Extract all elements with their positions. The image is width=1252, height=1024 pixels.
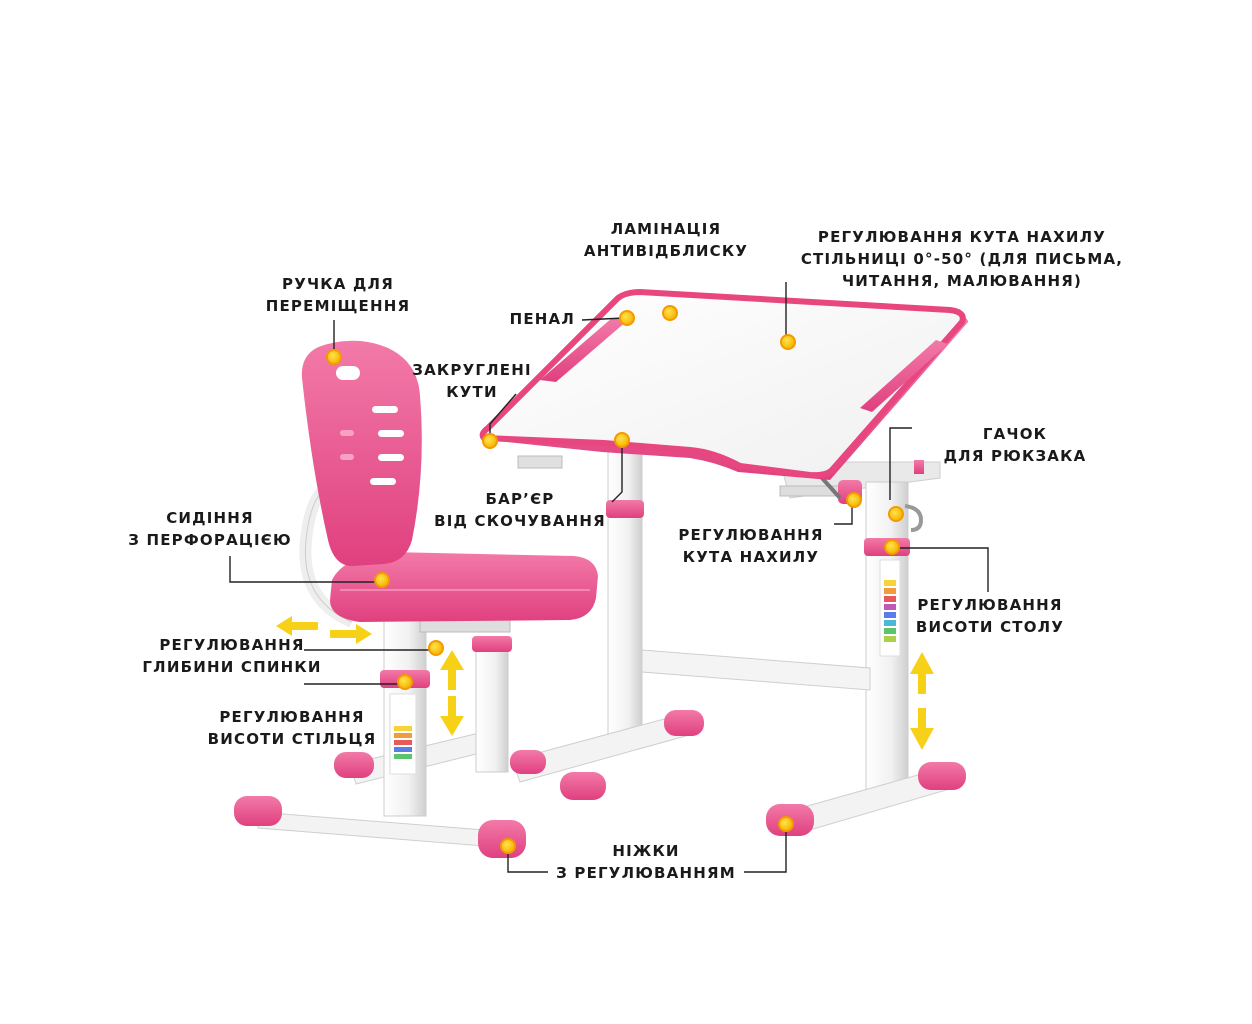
label-rounded-corners-line2: КУТИ [446,383,498,401]
label-seat-line1: СИДІННЯ [166,509,254,527]
label-barrier-line1: БАР’ЄР [485,490,555,508]
label-handle: РУЧКА ДЛЯ ПЕРЕМІЩЕННЯ [266,273,411,317]
chair-foot-back [334,752,374,778]
marker-handle [326,349,342,365]
chair-seat [330,552,598,622]
pencil-tray [540,318,628,382]
marker-tilt-range [780,334,796,350]
label-tilt-adjust-line2: КУТА НАХИЛУ [682,548,820,566]
label-tilt-range-line3: ЧИТАННЯ, МАЛЮВАННЯ) [841,272,1083,290]
marker-table-height [884,539,900,555]
label-barrier: БАР’ЄР ВІД СКОЧУВАННЯ [434,488,606,532]
label-hook: ГАЧОК ДЛЯ РЮКЗАКА [944,423,1087,467]
label-chair-height-line2: ВИСОТИ СТІЛЬЦЯ [207,730,377,748]
feature-markers [326,305,904,854]
label-pencil-case-line1: ПЕНАЛ [509,310,575,328]
label-pencil-case: ПЕНАЛ [510,308,575,330]
marker-rounded-corners [482,433,498,449]
label-tilt-range-line2: СТІЛЬНИЦІ 0°-50° (ДЛЯ ПИСЬМА, [800,250,1124,268]
label-rounded-corners: ЗАКРУГЛЕНІ КУТИ [412,359,531,403]
label-handle-line1: РУЧКА ДЛЯ [282,275,394,293]
label-chair-height: РЕГУЛЮВАННЯ ВИСОТИ СТІЛЬЦЯ [208,706,377,750]
backpack-hook [904,504,924,532]
desk-right-foot-back [918,762,966,790]
desk-left-foot-back [664,710,704,736]
chair-front-column [475,643,509,773]
back-depth-arrow-right-icon [330,624,372,644]
label-chair-height-line1: РЕГУЛЮВАННЯ [219,708,365,726]
label-table-height-line1: РЕГУЛЮВАННЯ [917,596,1063,614]
marker-tilt-adjust [846,492,862,508]
marker-barrier [614,432,630,448]
chair-foot-left [234,796,282,826]
desk-crossbar [641,649,871,691]
label-seat-line2: З ПЕРФОРАЦІЄЮ [128,531,292,549]
label-back-depth-line2: ГЛИБИНИ СПИНКИ [142,658,322,676]
adjustment-arrows [276,616,934,750]
table-height-arrow-down-icon [910,708,934,750]
chair-scale-sticker [389,693,417,775]
table-height-arrow-up-icon [910,652,934,694]
marker-seat [374,572,390,588]
label-feet-line1: НІЖКИ [612,842,680,860]
chair-base-bar-left [257,811,485,847]
label-tilt-adjust-line1: РЕГУЛЮВАННЯ [678,526,824,544]
label-tilt-range-line1: РЕГУЛЮВАННЯ КУТА НАХИЛУ [817,228,1107,246]
chair-height-arrow-down-icon [440,696,464,736]
label-barrier-line2: ВІД СКОЧУВАННЯ [434,512,606,530]
label-lamination-line2: АНТИВІДБЛИСКУ [583,242,749,260]
label-tilt-range: РЕГУЛЮВАННЯ КУТА НАХИЛУ СТІЛЬНИЦІ 0°-50°… [801,226,1123,292]
back-depth-arrow-left-icon [276,616,318,636]
chair-backrest [301,340,422,566]
label-handle-line2: ПЕРЕМІЩЕННЯ [265,297,411,315]
label-table-height-line2: ВИСОТИ СТОЛУ [915,618,1065,636]
chair [234,340,598,858]
label-rounded-corners-line1: ЗАКРУГЛЕНІ [412,361,532,379]
label-feet: НІЖКИ З РЕГУЛЮВАННЯМ [556,840,736,884]
marker-back-depth [428,640,444,656]
marker-lamination [662,305,678,321]
marker-feet-desk [778,816,794,832]
marker-hook [888,506,904,522]
marker-pencil-case [619,310,635,326]
chair-handle-cutout [336,366,360,380]
label-table-height: РЕГУЛЮВАННЯ ВИСОТИ СТОЛУ [916,594,1064,638]
chair-foot-front [478,820,526,858]
desk-left-collar [606,500,644,518]
desk-left-foot-front [560,772,606,800]
label-back-depth: РЕГУЛЮВАННЯ ГЛИБИНИ СПИНКИ [142,634,321,678]
label-lamination-line1: ЛАМІНАЦІЯ [610,220,722,238]
chair-height-arrow-up-icon [440,650,464,690]
label-back-depth-line1: РЕГУЛЮВАННЯ [159,636,305,654]
label-hook-line1: ГАЧОК [982,425,1048,443]
label-lamination: ЛАМІНАЦІЯ АНТИВІДБЛИСКУ [584,218,748,262]
marker-feet-chair [500,838,516,854]
label-feet-line2: З РЕГУЛЮВАННЯМ [556,864,736,882]
label-tilt-adjust: РЕГУЛЮВАННЯ КУТА НАХИЛУ [678,524,823,568]
label-hook-line2: ДЛЯ РЮКЗАКА [943,447,1087,465]
marker-chair-height [397,674,413,690]
desk-left-pole [607,451,643,743]
label-seat: СИДІННЯ З ПЕРФОРАЦІЄЮ [128,507,292,551]
height-scale-sticker [879,559,901,657]
